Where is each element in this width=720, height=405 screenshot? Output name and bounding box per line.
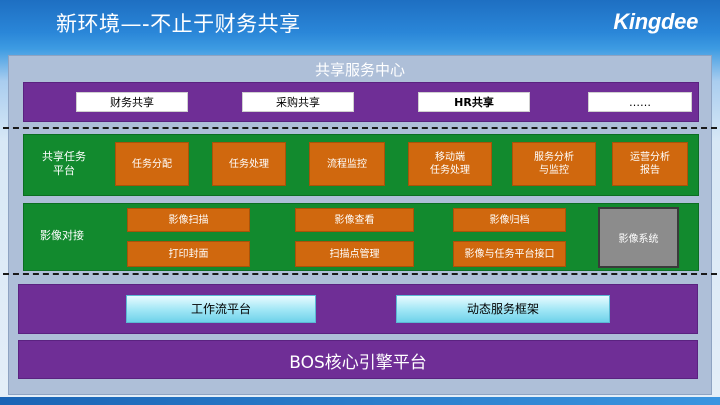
task-platform-title: 共享任务 平台 [42,150,86,177]
shared-center-title: 共享服务中心 [314,61,405,79]
shared-item-finance: 财务共享 [76,92,188,112]
bos-band [18,340,698,379]
task-item-analysis: 服务分析 与监控 [512,142,596,186]
image-docking-title: 影像对接 [40,229,84,242]
image-item-archive: 影像归档 [453,208,566,232]
shared-item-more: …… [588,92,692,112]
shared-item-purchase: 采购共享 [242,92,354,112]
image-item-view: 影像查看 [295,208,414,232]
dynamic-service-box: 动态服务框架 [396,295,610,323]
dashed-boundary [3,127,717,275]
image-item-print-cover: 打印封面 [127,241,250,267]
bottom-bar [0,397,720,405]
shared-item-hr: HR共享 [418,92,530,112]
bos-label: BOS核心引擎平台 [289,353,427,373]
image-system-box: 影像系统 [598,207,679,268]
task-item-mobile: 移动端 任务处理 [408,142,492,186]
image-item-interface: 影像与任务平台接口 [453,241,566,267]
task-item-report: 运营分析 报告 [612,142,688,186]
workflow-platform-box: 工作流平台 [126,295,316,323]
kingdee-logo: Kingdee [613,9,698,34]
slide-title: 新环境—-不止于财务共享 [56,12,301,36]
image-item-scan-point: 扫描点管理 [295,241,414,267]
task-item-assign: 任务分配 [115,142,189,186]
image-item-scan: 影像扫描 [127,208,250,232]
task-item-process: 任务处理 [212,142,286,186]
task-item-monitor: 流程监控 [309,142,385,186]
